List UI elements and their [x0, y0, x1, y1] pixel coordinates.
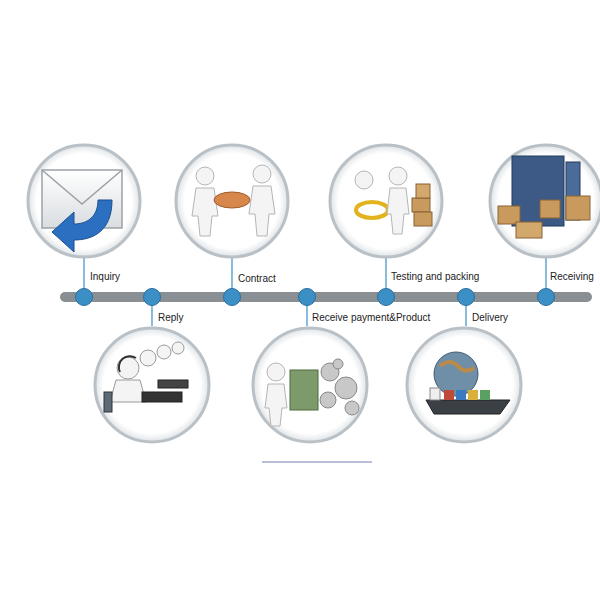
step-label: Testing and packing: [390, 271, 480, 283]
step-label: Reply: [157, 312, 185, 324]
timeline-bar: [60, 292, 592, 302]
container-boxes: [498, 156, 590, 238]
globe-ship: [426, 352, 510, 414]
step-label: Receiving: [549, 271, 595, 283]
step-label: Inquiry: [89, 271, 121, 283]
call-center-figures: [104, 342, 188, 412]
envelope-icon: [42, 170, 122, 252]
testing-figures: [355, 167, 432, 234]
underline-mark: [262, 461, 372, 463]
step-label: Receive payment&Product: [311, 312, 431, 324]
timeline-dots: [76, 289, 555, 306]
step-circles: [28, 145, 600, 442]
handshake-figures: [192, 165, 275, 236]
step-label: Contract: [237, 273, 277, 285]
step-label: Delivery: [471, 312, 509, 324]
payment-gears: [265, 359, 359, 426]
